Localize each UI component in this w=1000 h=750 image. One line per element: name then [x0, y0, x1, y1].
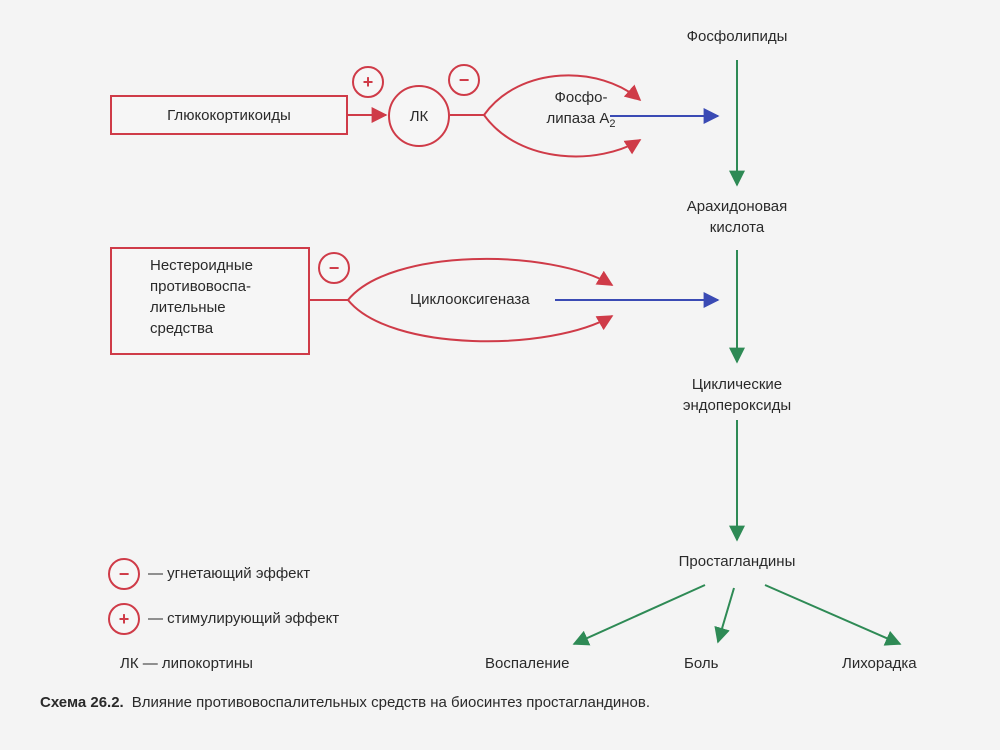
legend-plus-circle: +: [108, 603, 140, 635]
glucocorticoids-label: Глюкокортикоиды: [167, 106, 291, 124]
effect-inflammation: Воспаление: [485, 655, 570, 672]
effect-fever: Лихорадка: [842, 655, 917, 672]
plus-sign-circle: +: [352, 66, 384, 98]
lk-circle: ЛК: [388, 85, 450, 147]
prostaglandins-to-inflammation-arrow: [572, 584, 706, 646]
lower-inhibition-upper-arc: [347, 257, 614, 301]
phospholipase-line1: Фосфо-: [554, 89, 608, 106]
lower-minus-sign: −: [328, 258, 340, 278]
arachidonic-line2: кислота: [709, 219, 765, 236]
effect-pain: Боль: [684, 655, 719, 672]
prostaglandins-to-pain-arrow: [714, 587, 735, 644]
phospholipase-subscript: 2: [609, 118, 616, 130]
lk-label: ЛК: [409, 107, 429, 125]
figure-caption: Схема 26.2. Влияние противовоспалительных…: [40, 694, 650, 711]
nsaid-box: Нестероидные противовоспа- лительные сре…: [110, 247, 310, 355]
upper-minus-circle: −: [448, 64, 480, 96]
legend-lk-text: ЛК — липокортины: [120, 655, 253, 672]
endoperoxides-line2: эндопероксиды: [682, 397, 792, 414]
cyclooxygenase-label: Циклооксигеназа: [410, 291, 530, 308]
legend-minus-circle: −: [108, 558, 140, 590]
legend-plus-sign: +: [118, 609, 130, 629]
glucocorticoids-box: Глюкокортикоиды: [110, 95, 348, 135]
phospholipase-line2: липаза А2: [536, 108, 626, 135]
nsaid-line-2: противовоспа-: [150, 278, 251, 295]
phospholipase-name: липаза А: [546, 110, 610, 127]
legend-minus-text: — угнетающий эффект: [148, 565, 311, 582]
arachidonic-acid-label: Арахидоновая кислота: [667, 196, 807, 238]
upper-inhibition-lower-arc: [483, 114, 642, 158]
phospholipids-label: Фосфолипиды: [686, 28, 788, 45]
arachidonic-line1: Арахидоновая: [686, 198, 788, 215]
upper-minus-sign: −: [458, 70, 470, 90]
endoperoxides-label: Циклические эндопероксиды: [662, 374, 812, 416]
caption-label: Схема 26.2.: [40, 694, 124, 711]
caption-text: Влияние противовоспалительных средств на…: [131, 694, 651, 711]
nsaid-line-4: средства: [150, 320, 214, 337]
legend-plus-text: — стимулирующий эффект: [148, 610, 340, 627]
legend-minus-sign: −: [118, 564, 130, 584]
plus-sign: +: [362, 72, 374, 92]
nsaid-line-1: Нестероидные: [150, 257, 253, 274]
upper-inhibition-upper-arc: [483, 74, 642, 116]
prostaglandins-label: Простагландины: [678, 553, 796, 570]
lower-inhibition-lower-arc: [347, 299, 614, 343]
lower-minus-circle: −: [318, 252, 350, 284]
endoperoxides-line1: Циклические: [691, 376, 783, 393]
nsaid-line-3: лительные: [150, 299, 226, 316]
prostaglandins-to-fever-arrow: [764, 584, 902, 646]
phospholipase-label: Фосфо- липаза А2: [536, 87, 626, 135]
